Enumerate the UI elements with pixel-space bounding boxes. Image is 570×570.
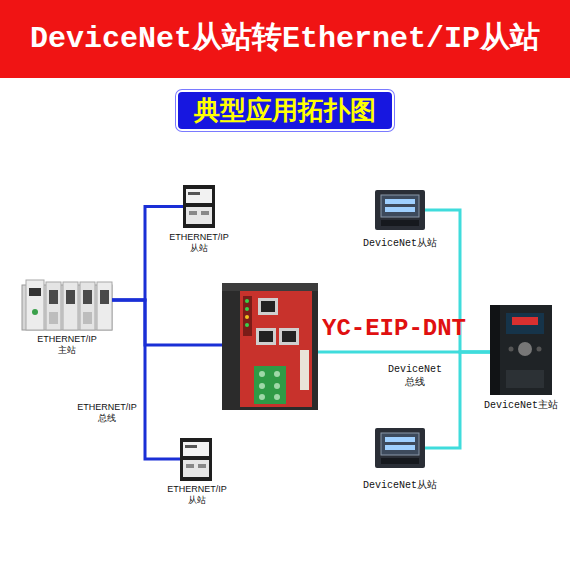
- ethernet-ip-slave-icon-part: [189, 211, 197, 215]
- gateway-device-icon-part: [240, 291, 312, 407]
- devicenet-master-inverter-icon-part: [509, 347, 514, 352]
- device-node: ETHERNET/IP 从站: [180, 438, 213, 480]
- devicenet-master-inverter-icon-part: [506, 370, 544, 388]
- ethernet-ip-slave-icon-part: [186, 464, 194, 468]
- plc-master-icon-part: [29, 288, 41, 296]
- gateway-device-icon-part: [259, 371, 265, 377]
- device-node: DeviceNet从站: [375, 190, 425, 230]
- bus-line: [112, 300, 222, 345]
- plc-master-icon-part: [100, 290, 109, 304]
- gateway-device-icon-part: [274, 394, 280, 400]
- plc-master-icon-part: [80, 282, 95, 330]
- plc-master-icon-part: [83, 312, 92, 324]
- device-node: DeviceNet主站: [490, 305, 552, 395]
- device-node: YC-EIP-DNT: [222, 283, 318, 410]
- gateway-device-icon-part: [274, 383, 280, 389]
- ethernet-ip-slave-icon-part: [180, 438, 212, 481]
- devicenet-slave-meter-icon-part: [381, 433, 419, 455]
- device-node: ETHERNET/IP 从站: [183, 185, 215, 228]
- devicenet-master-inverter-icon-part: [490, 305, 552, 395]
- device-label: DeviceNet主站: [484, 400, 558, 412]
- plc-master-icon-part: [83, 290, 92, 304]
- gateway-device-icon-part: [256, 328, 276, 345]
- gateway-device-icon-part: [300, 350, 309, 390]
- gateway-device-icon-part: [245, 299, 249, 303]
- device-label: YC-EIP-DNT: [322, 317, 466, 341]
- device-label: ETHERNET/IP 主站: [33, 334, 101, 357]
- devicenet-master-inverter-icon-part: [506, 313, 544, 334]
- gateway-device-icon-part: [258, 298, 278, 315]
- devicenet-slave-meter-icon-part: [385, 437, 415, 442]
- plc-master-icon-part: [26, 280, 44, 330]
- devicenet-master-inverter-icon-part: [512, 317, 538, 325]
- ethernet-ip-slave-icon: [183, 185, 215, 228]
- gateway-device-icon-part: [261, 301, 275, 312]
- devicenet-master-inverter-icon-part: [537, 347, 542, 352]
- gateway-device-icon-part: [279, 328, 299, 345]
- gateway-device-icon-part: [259, 394, 265, 400]
- device-label: ETHERNET/IP 从站: [163, 484, 231, 507]
- plc-master-icon-part: [63, 282, 78, 330]
- gateway-device-icon-part: [254, 366, 286, 404]
- ethernet-ip-slave-icon-part: [186, 189, 212, 203]
- gateway-device-icon: [222, 283, 318, 410]
- devicenet-slave-meter-icon-part: [385, 199, 415, 204]
- devicenet-slave-meter-icon-part: [385, 445, 415, 450]
- devicenet-slave-meter-icon-part: [385, 207, 415, 212]
- devicenet-slave-meter-icon-part: [381, 458, 419, 464]
- ethernet-ip-slave-icon-part: [198, 464, 206, 468]
- plc-master-icon-part: [49, 290, 58, 304]
- heading-band: 典型应用拓扑图: [176, 90, 394, 131]
- devicenet-slave-meter-icon-part: [375, 428, 425, 468]
- bus-label: DeviceNet 总线: [386, 364, 444, 389]
- gateway-device-icon-part: [243, 296, 252, 336]
- bus-line: [112, 207, 183, 301]
- bus-line: [112, 300, 180, 459]
- plc-master-icon-part: [97, 282, 112, 330]
- gateway-device-icon-part: [222, 283, 318, 410]
- devicenet-master-inverter-icon-part: [518, 342, 532, 356]
- gateway-device-icon-part: [245, 315, 249, 319]
- ethernet-ip-slave-icon-part: [183, 185, 215, 228]
- ethernet-ip-slave-icon-part: [188, 192, 200, 195]
- gateway-device-icon-part: [245, 307, 249, 311]
- device-label: DeviceNet从站: [363, 480, 437, 492]
- heading-text: 典型应用拓扑图: [194, 95, 376, 126]
- devicenet-slave-meter-icon-part: [381, 220, 419, 226]
- gateway-device-icon-part: [259, 383, 265, 389]
- plc-master-icon: [22, 280, 112, 330]
- plc-master-icon-part: [46, 282, 61, 330]
- title-banner: DeviceNet从站转Ethernet/IP从站: [0, 0, 570, 78]
- devicenet-slave-meter-icon: [375, 190, 425, 230]
- devicenet-slave-meter-icon: [375, 428, 425, 468]
- gateway-device-icon-part: [259, 331, 273, 342]
- gateway-device-icon-part: [245, 323, 249, 327]
- plc-master-icon-part: [32, 309, 38, 315]
- ethernet-ip-slave-icon-part: [183, 460, 209, 477]
- ethernet-ip-slave-icon: [180, 438, 212, 481]
- plc-master-icon-part: [66, 290, 75, 304]
- page-title: DeviceNet从站转Ethernet/IP从站: [0, 0, 570, 78]
- device-label: ETHERNET/IP 从站: [165, 232, 233, 255]
- gateway-device-icon-part: [274, 371, 280, 377]
- ethernet-ip-slave-icon-part: [186, 207, 212, 224]
- ethernet-ip-slave-icon-part: [185, 445, 197, 448]
- devicenet-master-inverter-icon: [490, 305, 552, 395]
- bus-label: ETHERNET/IP 总线: [73, 402, 141, 425]
- ethernet-ip-slave-icon-part: [201, 211, 209, 215]
- gateway-device-icon-part: [282, 331, 296, 342]
- devicenet-slave-meter-icon-part: [381, 195, 419, 217]
- devicenet-master-inverter-icon-part: [490, 305, 500, 395]
- devicenet-slave-meter-icon-part: [375, 190, 425, 230]
- device-label: DeviceNet从站: [363, 238, 437, 250]
- device-node: DeviceNet从站: [375, 428, 425, 468]
- plc-master-icon-part: [49, 312, 58, 324]
- device-node: ETHERNET/IP 主站: [22, 280, 112, 330]
- ethernet-ip-slave-icon-part: [183, 442, 209, 456]
- gateway-device-icon-part: [222, 283, 318, 291]
